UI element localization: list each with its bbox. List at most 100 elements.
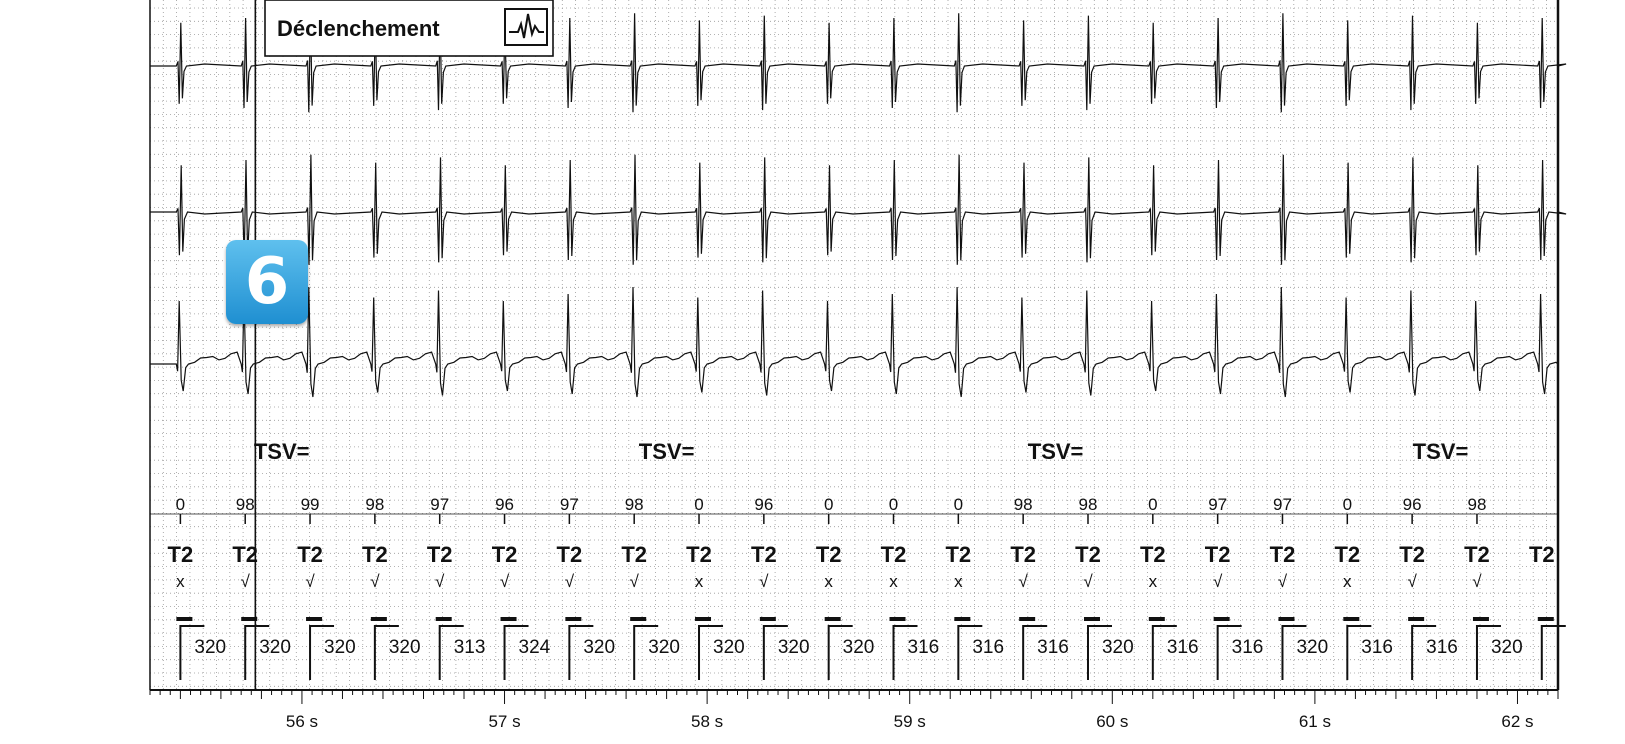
beat-zone: T2 — [1270, 542, 1296, 567]
pace-bracket — [373, 625, 399, 680]
waveform-icon — [504, 8, 548, 46]
axis-tick-label: 61 s — [1299, 712, 1331, 731]
pace-bracket — [633, 625, 659, 680]
beat-zone: T2 — [492, 542, 518, 567]
pace-bracket — [698, 625, 724, 680]
beat-score: 0 — [1343, 495, 1352, 514]
beat-mark: √ — [1278, 572, 1288, 591]
ecg-traces — [150, 13, 1567, 398]
beat-zone: T2 — [1464, 542, 1490, 567]
beat-interval: 316 — [908, 637, 940, 658]
pace-bracket — [309, 625, 335, 680]
beat-interval: 320 — [1102, 637, 1134, 658]
beat-zone: T2 — [881, 542, 907, 567]
beat-zone: T2 — [168, 542, 194, 567]
beat-score: 98 — [1079, 495, 1098, 514]
axis-tick-label: 57 s — [488, 712, 520, 731]
beat-score: 99 — [301, 495, 320, 514]
beat-interval: 320 — [843, 637, 875, 658]
beat-interval: 313 — [454, 637, 486, 658]
beat-interval: 320 — [1491, 637, 1523, 658]
beat-interval: 320 — [583, 637, 615, 658]
beat-mark: x — [176, 572, 185, 591]
strip-frame — [149, 0, 1560, 690]
beat-mark: √ — [1018, 572, 1028, 591]
beat-zone: T2 — [557, 542, 583, 567]
axis-tick-label: 58 s — [691, 712, 723, 731]
axis-tick-label: 56 s — [286, 712, 318, 731]
beat-score: 0 — [1148, 495, 1157, 514]
beat-zone: T2 — [686, 542, 712, 567]
beat-mark: √ — [435, 572, 445, 591]
pace-bracket — [568, 625, 594, 680]
trigger-box: Déclenchement — [264, 0, 554, 57]
trigger-label: Déclenchement — [277, 16, 440, 41]
beat-zone: T2 — [427, 542, 453, 567]
beat-interval: 324 — [519, 637, 551, 658]
beat-zone: T2 — [1205, 542, 1231, 567]
beat-mark: √ — [1407, 572, 1417, 591]
beat-zone: T2 — [1399, 542, 1425, 567]
pace-bracket — [503, 625, 529, 680]
beat-score: 98 — [625, 495, 644, 514]
beat-mark: x — [954, 572, 963, 591]
beat-interval: 316 — [1361, 637, 1393, 658]
beat-zone: T2 — [621, 542, 647, 567]
beat-mark: √ — [305, 572, 315, 591]
pace-bracket — [1540, 625, 1566, 680]
beat-interval: 320 — [778, 637, 810, 658]
beat-mark: x — [1343, 572, 1352, 591]
ecg-trace-3 — [150, 286, 1559, 398]
beat-interval: 316 — [1426, 637, 1458, 658]
beat-interval: 316 — [972, 637, 1004, 658]
beat-interval: 320 — [324, 637, 356, 658]
beat-score: 97 — [430, 495, 449, 514]
beat-zone: T2 — [362, 542, 388, 567]
beat-zone: T2 — [1529, 542, 1555, 567]
beat-zone: T2 — [945, 542, 971, 567]
beat-score: 98 — [1468, 495, 1487, 514]
pace-bracket — [1022, 625, 1048, 680]
beat-score: 0 — [824, 495, 833, 514]
pace-bracket — [892, 625, 918, 680]
axis-tick-label: 62 s — [1501, 712, 1533, 731]
beat-zone: T2 — [297, 542, 323, 567]
beat-interval: 320 — [194, 637, 226, 658]
pace-bracket — [1346, 625, 1372, 680]
beat-score: 98 — [365, 495, 384, 514]
beat-zone: T2 — [232, 542, 258, 567]
beat-mark: x — [695, 572, 704, 591]
rhythm-label: TSV= — [254, 439, 310, 464]
beat-mark: √ — [1472, 572, 1482, 591]
rhythm-label: TSV= — [1028, 439, 1084, 464]
beat-mark: √ — [1213, 572, 1223, 591]
grid-paper — [150, 0, 1558, 690]
beat-score: 98 — [1014, 495, 1033, 514]
beat-zone: T2 — [1334, 542, 1360, 567]
beat-interval: 320 — [259, 637, 291, 658]
beat-mark: √ — [500, 572, 510, 591]
axis-tick-label: 60 s — [1096, 712, 1128, 731]
beat-mark: √ — [370, 572, 380, 591]
beat-interval: 316 — [1037, 637, 1069, 658]
pace-bracket — [244, 625, 270, 680]
beat-mark: √ — [759, 572, 769, 591]
pace-bracket — [438, 625, 464, 680]
beat-mark: √ — [1083, 572, 1093, 591]
beat-score: 96 — [1403, 495, 1422, 514]
beat-score: 0 — [694, 495, 703, 514]
beat-score: 97 — [1208, 495, 1227, 514]
pace-bracket — [1086, 625, 1112, 680]
beat-score: 98 — [236, 495, 255, 514]
beat-score: 0 — [889, 495, 898, 514]
step-badge: 6 — [226, 240, 308, 324]
beat-score: 97 — [560, 495, 579, 514]
beat-mark: x — [1149, 572, 1158, 591]
rhythm-label: TSV= — [1413, 439, 1469, 464]
pace-bracket — [1151, 625, 1177, 680]
beat-interval: 316 — [1167, 637, 1199, 658]
pace-bracket — [1475, 625, 1501, 680]
